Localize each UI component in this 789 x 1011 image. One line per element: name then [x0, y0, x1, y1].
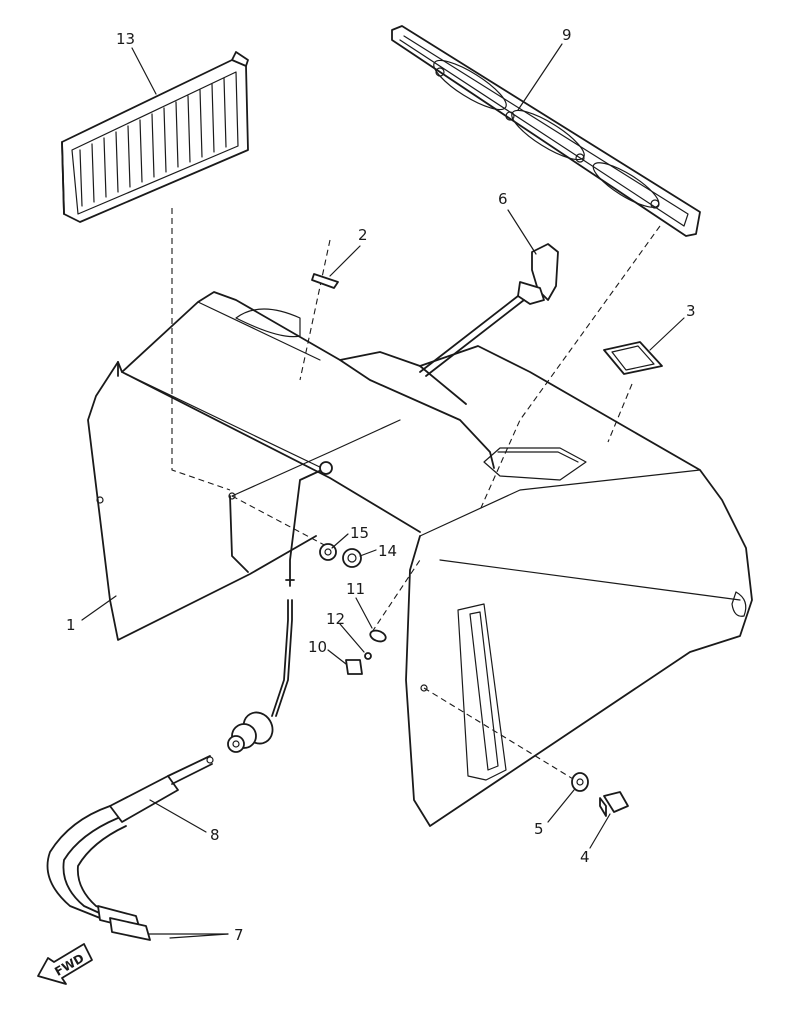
- assembly-lines: [171, 208, 661, 783]
- callout-12: 12: [326, 610, 345, 628]
- callout-13: 13: [116, 30, 135, 48]
- callout-11: 11: [346, 580, 365, 598]
- leader-lines: [81, 43, 685, 939]
- part-8-cable-housing: [46, 755, 214, 941]
- callout-labels: 1 2 3 4 5 6 7 8 9 10 11 12 13 14 15: [66, 26, 696, 944]
- part-1-cover: [87, 291, 753, 827]
- fwd-arrow: FWD: [37, 943, 93, 985]
- callout-2: 2: [358, 226, 368, 244]
- callout-5: 5: [534, 820, 544, 838]
- cable-assembly: [227, 461, 333, 753]
- small-hardware: [319, 543, 387, 675]
- callout-1: 1: [66, 616, 76, 634]
- callout-3: 3: [686, 302, 696, 320]
- callout-14: 14: [378, 542, 397, 560]
- callout-6: 6: [498, 190, 508, 208]
- part-6-choke-knob: [419, 243, 559, 377]
- callout-7: 7: [234, 926, 244, 944]
- callout-4: 4: [580, 848, 590, 866]
- part-5-washer: [571, 772, 589, 792]
- part-2-clip: [311, 273, 339, 289]
- callout-10: 10: [308, 638, 327, 656]
- part-9-gasket: [391, 25, 701, 237]
- callout-8: 8: [210, 826, 220, 844]
- part-13-grille: [61, 51, 249, 223]
- callout-9: 9: [562, 26, 572, 44]
- part-4-bolt: [599, 791, 629, 817]
- callout-15: 15: [350, 524, 369, 542]
- part-3-emblem: [603, 341, 663, 375]
